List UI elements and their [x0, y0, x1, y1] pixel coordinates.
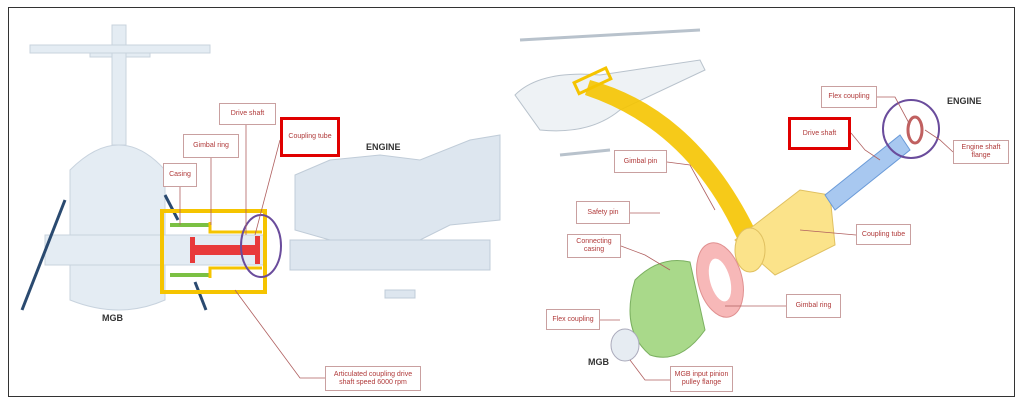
mgb-label-left: MGB	[102, 313, 123, 323]
connecting-casing-3d	[629, 260, 706, 358]
figure-frame	[8, 7, 1015, 397]
coupling-tube-3d	[734, 189, 836, 276]
label-gimbal-ring-right: Gimbal ring	[786, 294, 841, 318]
label-coupling-tube-highlighted: Coupling tube	[280, 117, 340, 157]
leader-lines-left	[179, 125, 325, 379]
label-articulated-coupling: Articulated coupling drive shaft speed 6…	[325, 366, 421, 391]
engine-label-right: ENGINE	[947, 96, 982, 106]
yellow-pointer	[585, 80, 760, 245]
purple-highlight-circle-right	[882, 99, 940, 159]
label-flex-coupling-top: Flex coupling	[821, 86, 877, 108]
red-drive-shaft	[190, 236, 260, 264]
label-gimbal-pin: Gimbal pin	[614, 150, 667, 173]
engine-drawing	[289, 134, 501, 299]
flex-coupling-engine	[906, 115, 924, 145]
casing-green	[170, 223, 210, 277]
label-connecting-casing: Connecting casing	[567, 234, 621, 258]
mgb-drawing	[29, 24, 266, 311]
label-safety-pin: Safety pin	[576, 201, 630, 224]
label-coupling-tube: Coupling tube	[856, 224, 911, 245]
drive-shaft-3d	[824, 134, 911, 211]
label-mgb-input-pinion: MGB input pinion pulley flange	[670, 366, 733, 392]
mgb-label-right: MGB	[588, 357, 609, 367]
yellow-coupling-box	[160, 209, 267, 294]
gimbal-ring-yellow	[208, 222, 262, 278]
label-flex-coupling-bottom: Flex coupling	[546, 309, 600, 330]
purple-highlight-circle-left	[240, 214, 282, 278]
leader-lines-right	[600, 96, 954, 381]
label-drive-shaft-highlighted: Drive shaft	[788, 117, 851, 150]
label-drive-shaft: Drive shaft	[219, 103, 276, 125]
engine-label-left: ENGINE	[366, 142, 401, 152]
label-engine-shaft-flange: Engine shaft flange	[953, 140, 1009, 164]
label-gimbal-ring: Gimbal ring	[183, 134, 239, 158]
mgb-flange	[610, 328, 640, 362]
support-struts	[20, 194, 208, 311]
label-casing: Casing	[163, 163, 197, 187]
